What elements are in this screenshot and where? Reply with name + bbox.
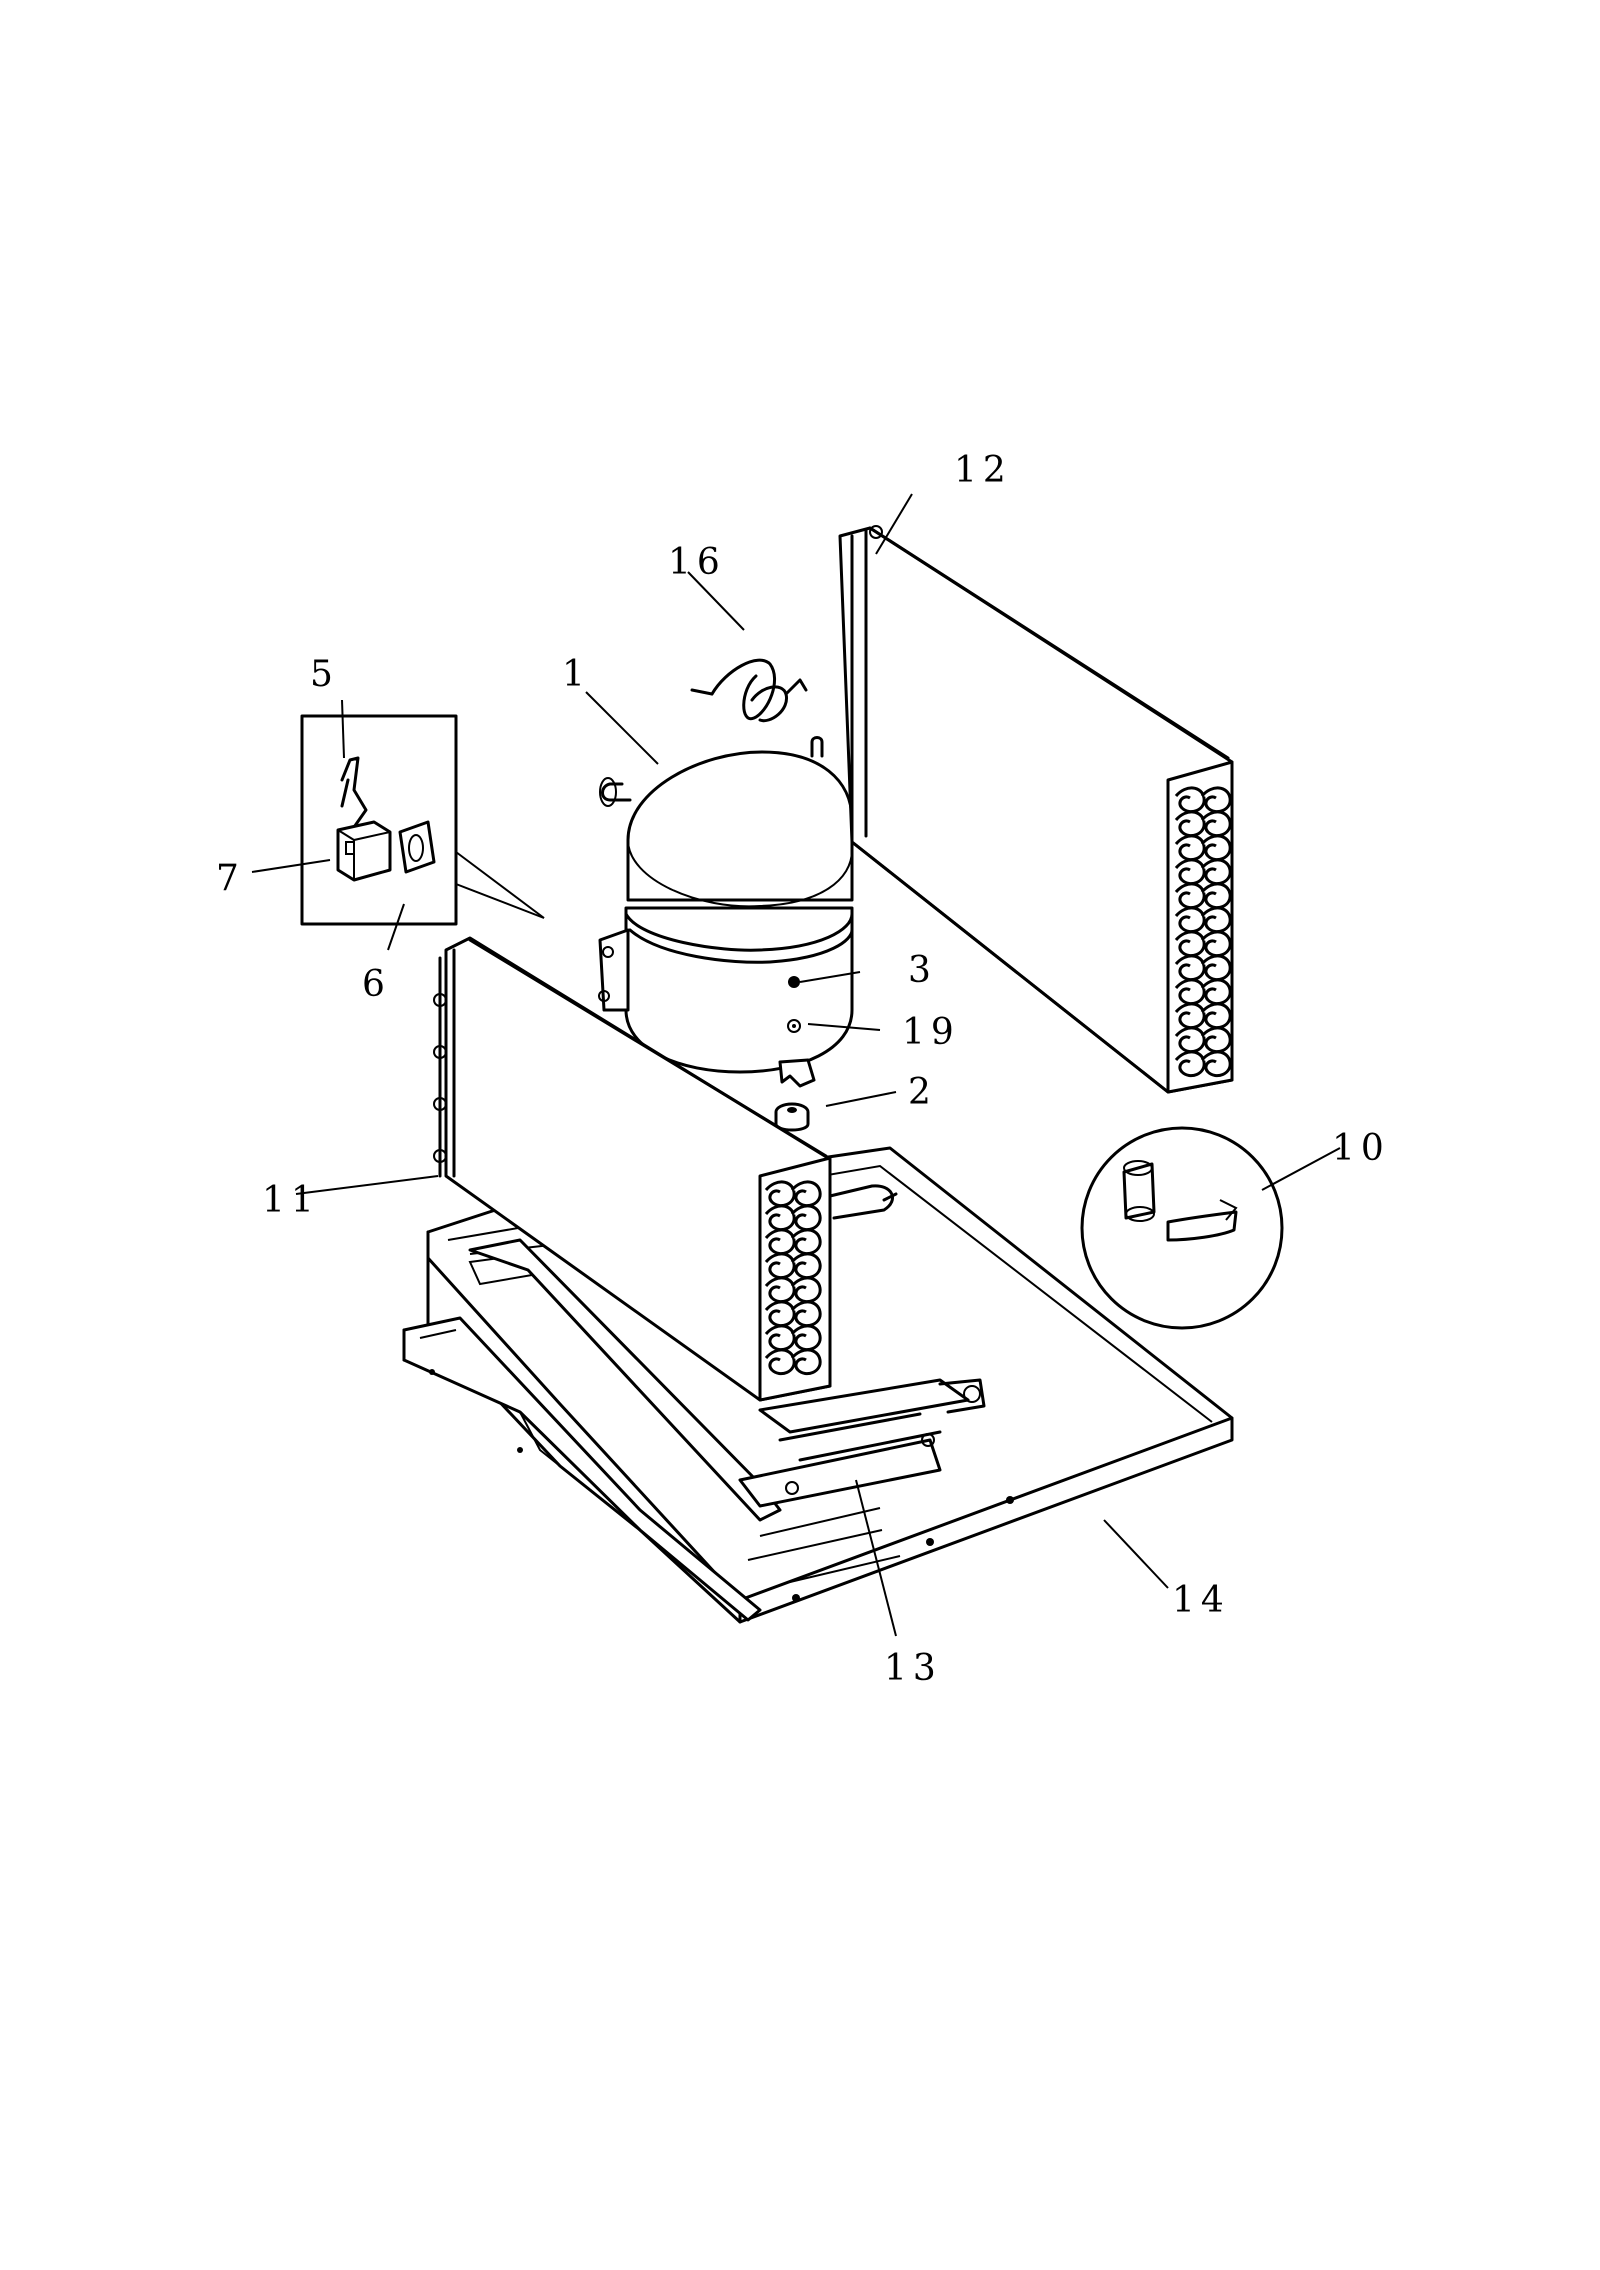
grommet	[774, 1102, 810, 1132]
callout-14: 14	[1172, 1580, 1230, 1621]
condenser-drain-pan	[468, 1238, 986, 1522]
condenser-coil-left	[433, 936, 898, 1402]
leader-lines	[251, 493, 1341, 1637]
detail-circle	[1080, 1126, 1284, 1330]
callout-13: 13	[884, 1648, 942, 1689]
lower-tray	[402, 1316, 762, 1622]
callout-11: 11	[262, 1180, 320, 1221]
callout-19: 19	[902, 1012, 960, 1053]
callout-2: 2	[908, 1072, 937, 1113]
compressor	[598, 736, 854, 1088]
capillary-coil	[690, 658, 808, 723]
callout-12: 12	[954, 450, 1012, 491]
callout-7: 7	[216, 858, 245, 899]
condenser-coil-right	[838, 525, 1234, 1094]
callout-labels: 1 2 3 5 6 7 10 11 12 13 14 16 19	[216, 450, 1390, 1689]
inset-box	[300, 714, 545, 926]
callout-6: 6	[362, 964, 391, 1005]
callout-10: 10	[1332, 1128, 1390, 1169]
callout-16: 16	[668, 542, 726, 583]
callout-1: 1	[562, 654, 591, 695]
callout-3: 3	[908, 950, 937, 991]
callout-5: 5	[310, 654, 339, 695]
